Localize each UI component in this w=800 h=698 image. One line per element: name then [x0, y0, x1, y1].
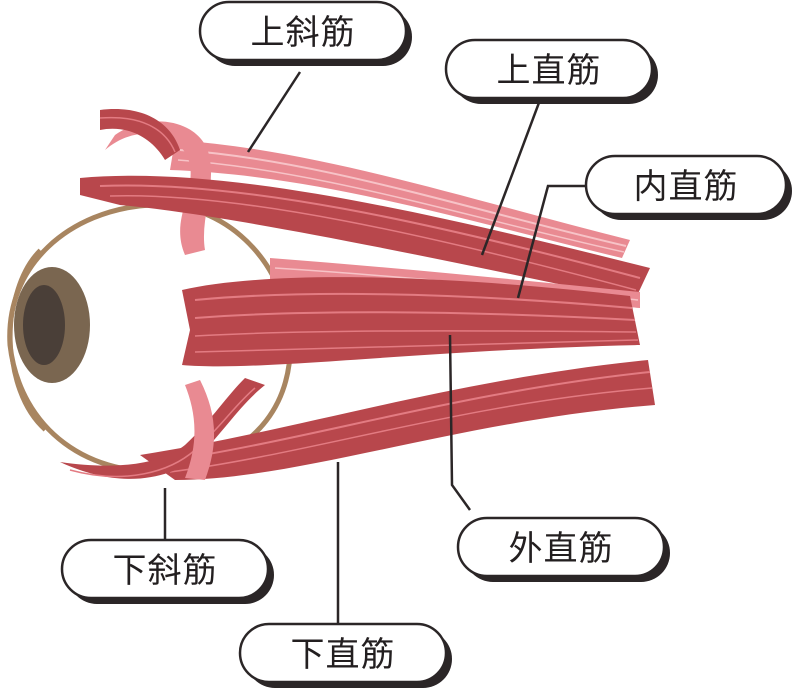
inferior-oblique-muscle: [60, 378, 265, 480]
lateral-rectus-muscle: [182, 277, 640, 367]
leader-medial-rectus: [516, 184, 585, 299]
superior-oblique-muscle: [105, 121, 630, 258]
label-superior-rectus-text: 上直筋: [497, 51, 602, 91]
label-superior-oblique-text: 上斜筋: [251, 13, 356, 53]
pupil: [23, 285, 65, 365]
label-medial-rectus-text: 内直筋: [634, 167, 739, 207]
label-superior-rectus: 上直筋: [444, 38, 658, 104]
label-medial-rectus: 内直筋: [584, 154, 792, 220]
leader-superior-rectus: [480, 99, 542, 256]
label-lateral-rectus: 外直筋: [456, 516, 670, 582]
leader-superior-oblique: [246, 71, 302, 153]
inferior-rectus-muscle: [140, 360, 655, 480]
label-inferior-rectus-text: 下直筋: [291, 635, 396, 675]
label-inferior-oblique: 下斜筋: [60, 538, 274, 604]
label-inferior-oblique-text: 下斜筋: [113, 551, 218, 591]
superior-rectus-muscle: [80, 109, 650, 300]
label-inferior-rectus: 下直筋: [238, 622, 452, 688]
label-lateral-rectus-text: 外直筋: [509, 529, 614, 569]
cornea-outline: [8, 248, 47, 432]
label-superior-oblique: 上斜筋: [198, 0, 412, 66]
leader-lateral-rectus: [448, 334, 472, 511]
